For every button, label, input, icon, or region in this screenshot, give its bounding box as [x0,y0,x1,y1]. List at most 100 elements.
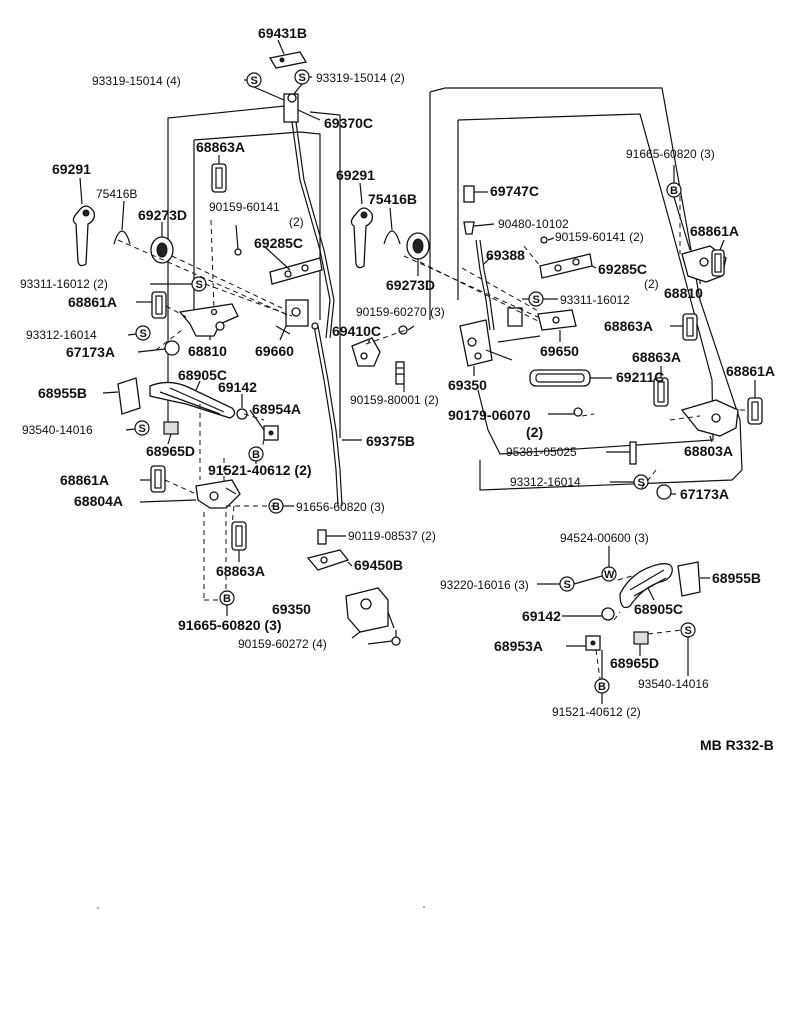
part-68861A-pad-lower-left [150,465,166,493]
label-69142-left: 69142 [218,379,257,395]
part-68861A-pad-right-b [747,397,763,425]
part-90159-80001-bolt [395,361,405,385]
label-68905C-right: 68905C [634,601,683,617]
svg-text:B: B [252,449,260,461]
label-68810-right: 68810 [664,285,703,301]
svg-text:S: S [685,625,692,637]
scan-specks [97,906,425,909]
label-67173A-right: 67173A [680,486,729,502]
label-90480-10102: 90480-10102 [498,217,569,231]
label-68954A: 68954A [252,401,301,417]
screw-symbol-s-93540-left: S [134,420,150,436]
part-69375B-rod [311,322,343,507]
svg-text:S: S [638,477,645,489]
label-69410C: 69410C [332,323,381,339]
diagram-reference-code: MB R332-B [700,737,774,753]
part-68905C-armrest-left [149,381,236,419]
label-68803A: 68803A [684,443,733,459]
label-91521-40612-right: 91521-40612 (2) [552,705,641,719]
label-68861A-right-b: 68861A [726,363,775,379]
label-68863A-lower: 68863A [216,563,265,579]
part-68810-hinge-left [178,303,239,337]
svg-text:S: S [139,423,146,435]
svg-text:B: B [223,593,231,605]
label-69285C-left: 69285C [254,235,303,251]
svg-text:S: S [251,75,258,87]
label-90159-80001-2: 90159-80001 (2) [350,393,439,407]
label-69350-right: 69350 [448,377,487,393]
label-69388: 69388 [486,247,525,263]
part-69388-rod [475,239,495,331]
part-68863A-pad-lower-mid [231,521,247,551]
label-69291-left: 69291 [52,161,91,177]
label-68810-right-qty: (2) [644,277,659,291]
part-90179-06070-screw [573,407,583,417]
part-69273D-bezel-left [150,236,174,264]
part-90480-10102-clip [463,221,475,235]
label-68810-left: 68810 [188,343,227,359]
label-75416B-center: 75416B [368,191,417,207]
svg-text:B: B [598,681,606,693]
label-75416B-left: 75416B [96,187,137,201]
label-67173A-left: 67173A [66,344,115,360]
part-69285C-linkage-left [269,257,323,285]
part-69747C-clip [463,185,475,203]
part-69370C-rod [283,93,335,339]
washer-symbol-w-94524: W [601,566,617,582]
part-75416B-clip-center [383,230,401,245]
label-91665-60820-right: 91665-60820 (3) [626,147,715,161]
part-69350-lock-center [345,587,395,633]
part-69142-cap-right [601,607,615,621]
part-67173A-cap-left [164,340,180,356]
part-69142-cap-left [236,408,248,420]
left-door-outline [167,105,341,438]
part-67173A-cap-right [656,484,672,500]
screw-symbol-s-93311-right: S [528,291,544,307]
label-69142-right: 69142 [522,608,561,624]
label-93319-15014-4: 93319-15014 (4) [92,74,181,88]
svg-text:B: B [670,185,678,197]
svg-text:S: S [564,579,571,591]
label-95381-05025: 95381-05025 [506,445,577,459]
screw-symbol-s-93311-2: S [191,276,207,292]
label-69291-center: 69291 [336,167,375,183]
part-90159-60272-screw [391,630,401,646]
label-68965D-right: 68965D [610,655,659,671]
part-68863A-pad-right-b [653,377,669,407]
part-68965D-cover-right [633,631,649,645]
label-68953A: 68953A [494,638,543,654]
part-68965D-cover-left [163,421,179,435]
label-68955B-left: 68955B [38,385,87,401]
part-68861A-pad-left [151,291,167,319]
part-69410C-bracket [351,337,381,367]
part-69211C-outer-handle [529,369,591,387]
bolt-symbol-b-91521-right: B [594,678,610,694]
label-69375B: 69375B [366,433,415,449]
label-93311-16012-2: 93311-16012 (2) [20,277,108,291]
part-68955B-pad-right [677,561,701,597]
part-69660-latch-left [275,299,309,335]
label-90179-06070: 90179-06070 [448,407,531,423]
screw-symbol-s-93312-right: S [633,474,649,490]
label-90159-60141-left: 90159-60141 [209,200,280,214]
label-68965D-left: 68965D [146,443,195,459]
part-75416B-clip-left [113,230,131,245]
label-69285C-right: 69285C [598,261,647,277]
label-69747C: 69747C [490,183,539,199]
label-69273D-center: 69273D [386,277,435,293]
label-69211C: 69211C [616,369,664,385]
bolt-symbol-b-91665-right: B [666,182,682,198]
part-68954A-clip-left [263,425,279,441]
label-68863A-right-a: 68863A [604,318,653,334]
svg-text:S: S [533,294,540,306]
screw-symbol-s-93319-4: S [246,72,262,88]
part-68955B-pad-left [117,377,141,415]
part-90119-08537-screw [317,529,327,545]
label-91665-60820-left: 91665-60820 (3) [178,617,282,633]
label-93312-16014-right: 93312-16014 [510,475,581,489]
dashed-assembly-lines [117,196,748,680]
part-69291-inner-handle-left [72,205,96,267]
svg-text:S: S [140,328,147,340]
svg-text:W: W [604,569,615,581]
part-68804A-hinge-left [195,479,241,509]
